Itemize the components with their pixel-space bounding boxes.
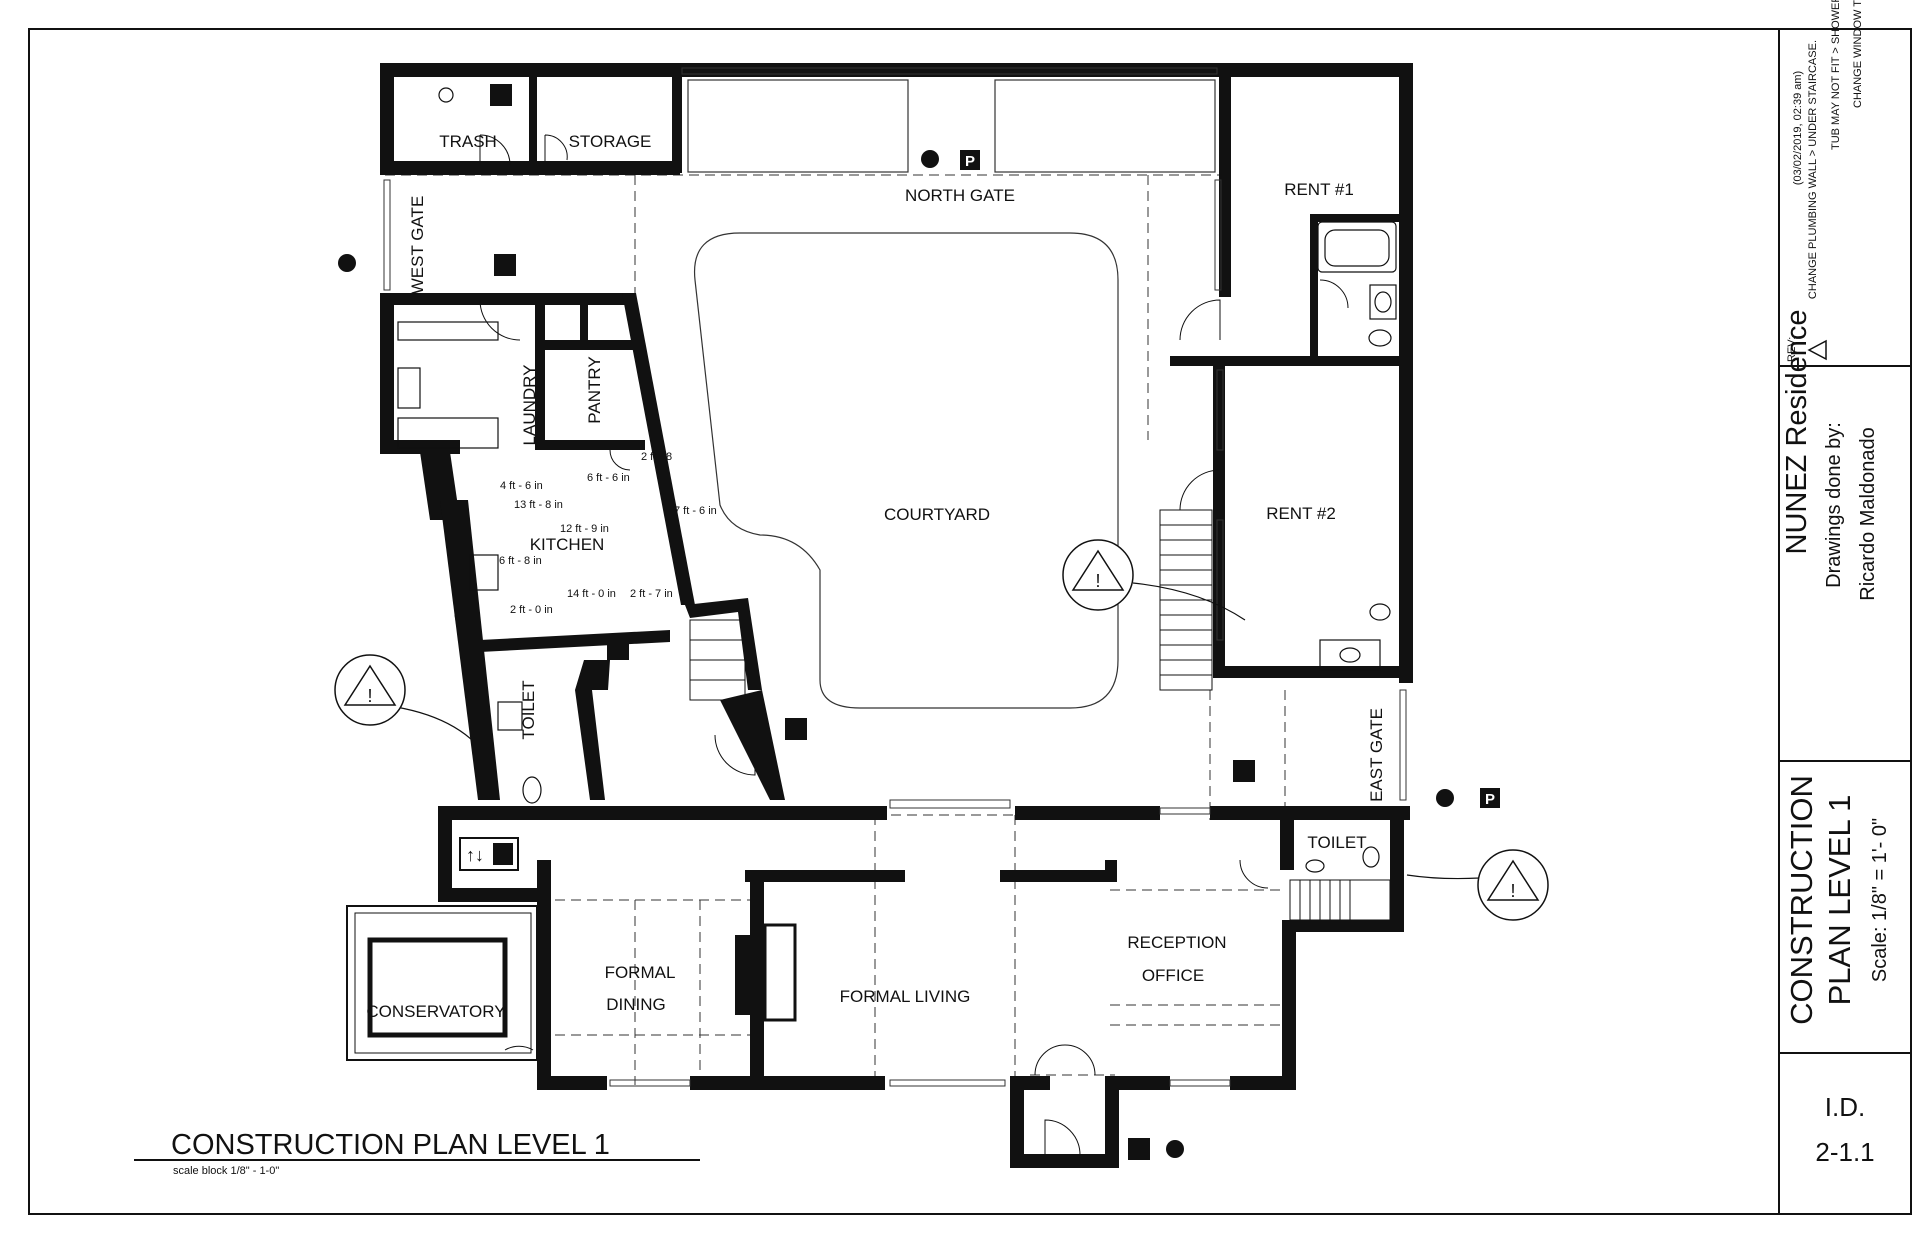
wheelchair-icon — [1233, 760, 1255, 782]
wheelchair-icon — [1128, 1138, 1150, 1160]
sheet-title-line2: PLAN LEVEL 1 — [1822, 795, 1857, 1006]
wheelchair-icon — [607, 638, 629, 660]
rev-note-3: CHANGE WINDOW TO SMALLER SIZE. — [1852, 0, 1864, 108]
intercom-icon — [338, 254, 356, 272]
room-label-courtyard: COURTYARD — [884, 505, 990, 524]
rev-note-2: TUB MAY NOT FIT > SHOWER. — [1830, 0, 1842, 150]
elevator-icon: ↑↓ — [459, 837, 519, 871]
svg-text:↑↓: ↑↓ — [466, 845, 484, 865]
sheet-id-label: I.D. — [1825, 1092, 1865, 1122]
room-label-storage: STORAGE — [569, 132, 652, 151]
room-label-formal-dining-2: DINING — [606, 995, 666, 1014]
parking-stalls — [687, 79, 1216, 173]
parking-icon — [1480, 788, 1500, 808]
room-label-kitchen: KITCHEN — [530, 535, 605, 554]
dimension-label: 2 ft - 8 — [641, 451, 672, 463]
sheet-title-line1: CONSTRUCTION — [1784, 775, 1819, 1025]
dimension-label: 2 ft - 0 in — [510, 604, 553, 616]
room-label-reception: RECEPTION — [1127, 933, 1226, 952]
room-label-rent1: RENT #1 — [1284, 180, 1354, 199]
sheet-id: 2-1.1 — [1815, 1137, 1874, 1167]
svg-text:P: P — [965, 153, 975, 170]
dimension-labels: 2 ft - 8 4 ft - 6 in 6 ft - 6 in 13 ft -… — [499, 451, 717, 616]
room-label-conservatory: CONSERVATORY — [366, 1002, 505, 1021]
dimension-label: 7 ft - 6 in — [674, 505, 717, 517]
sink — [1369, 284, 1397, 320]
warning-marker-east: ! — [1477, 849, 1549, 921]
fixtures — [397, 87, 1397, 873]
dimension-label: 4 ft - 6 in — [500, 480, 543, 492]
warning-icon: ! — [367, 686, 372, 706]
wheelchair-icon — [785, 718, 807, 740]
svg-text:P: P — [1485, 791, 1495, 808]
intercom-icon — [1436, 789, 1454, 807]
warning-marker-kitchen: ! — [334, 654, 406, 726]
dimension-label: 6 ft - 6 in — [587, 472, 630, 484]
parking-icons: P P — [338, 150, 1500, 1158]
accessible-icons: ↑↓ — [459, 84, 1255, 1160]
room-label-trash: TRASH — [439, 132, 497, 151]
dimension-label: 12 ft - 9 in — [560, 523, 609, 535]
revision-block: REV: (03/02/2019, 02:39 am) CHANGE PLUMB… — [1786, 0, 1864, 362]
room-label-north-gate: NORTH GATE — [905, 186, 1015, 205]
trash-bin — [438, 87, 454, 103]
rev-label: REV: — [1786, 337, 1798, 362]
room-label-laundry: LAUNDRY — [520, 365, 539, 446]
room-label-toilet-east: TOILET — [1307, 833, 1366, 852]
dimension-label: 2 ft - 7 in — [630, 588, 673, 600]
stairs — [689, 509, 1391, 921]
drawn-by-name: Ricardo Maldonado — [1857, 427, 1879, 600]
intercom-icon — [921, 150, 939, 168]
bathtub — [1317, 221, 1397, 273]
toilet-fixture — [1368, 329, 1392, 347]
dimension-label: 6 ft - 8 in — [499, 555, 542, 567]
rev-note-1: CHANGE PLUMBING WALL > UNDER STAIRCASE. — [1807, 40, 1819, 299]
room-label-office: OFFICE — [1142, 966, 1204, 985]
room-labels: TRASH STORAGE NORTH GATE WEST GATE RENT … — [366, 132, 1386, 1021]
warning-marker-stairs: ! — [1062, 539, 1134, 611]
parking-icon — [960, 150, 980, 170]
room-label-rent2: RENT #2 — [1266, 504, 1336, 523]
courtyard-outline — [693, 232, 1119, 709]
warning-icon: ! — [1510, 881, 1515, 901]
sheet-scale: Scale: 1/8" = 1'- 0" — [1869, 818, 1891, 982]
room-label-west-gate: WEST GATE — [408, 196, 427, 295]
drawn-by-label: Drawings done by: — [1823, 422, 1845, 588]
project-name: NUNEZ Residence — [1781, 310, 1813, 555]
dimension-label: 14 ft - 0 in — [567, 588, 616, 600]
warning-icon: ! — [1095, 571, 1100, 591]
room-label-formal-living: FORMAL LIVING — [840, 987, 971, 1006]
intercom-icon — [1166, 1140, 1184, 1158]
doors — [479, 134, 1349, 1156]
room-label-toilet-west: TOILET — [519, 680, 538, 739]
rev-date: (03/02/2019, 02:39 am) — [1792, 71, 1804, 185]
conservatory — [346, 905, 538, 1061]
walls — [380, 63, 1413, 1168]
warning-triangle-icon — [1807, 339, 1827, 361]
room-label-formal-dining-1: FORMAL — [605, 963, 676, 982]
room-label-east-gate: EAST GATE — [1367, 708, 1386, 802]
sheet-border — [28, 28, 1912, 1215]
room-label-pantry: PANTRY — [585, 356, 604, 423]
windows — [383, 67, 1407, 1087]
floor-plan: ! ! ! ↑↓ P — [134, 63, 1549, 1177]
leader-lines — [395, 582, 1481, 880]
recycle-icon — [490, 84, 512, 106]
dimension-label: 13 ft - 8 in — [514, 499, 563, 511]
plan-title: CONSTRUCTION PLAN LEVEL 1 — [171, 1129, 610, 1161]
wheelchair-icon — [494, 254, 516, 276]
plan-scale-note: scale block 1/8" - 1-0" — [173, 1165, 279, 1177]
